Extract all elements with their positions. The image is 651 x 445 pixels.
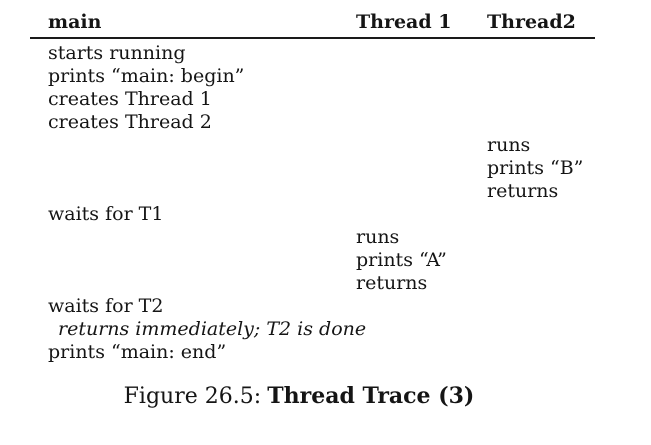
figure-caption-prefix: Figure 26.5: — [123, 384, 262, 409]
trace-row: creates Thread 1 — [48, 88, 212, 110]
trace-row: prints “main: end” — [48, 341, 227, 363]
trace-row: prints “B” — [487, 157, 584, 179]
trace-row: returns immediately; T2 is done — [58, 318, 367, 340]
figure-caption: Figure 26.5:Thread Trace (3) — [0, 381, 598, 412]
trace-row: waits for T1 — [48, 203, 164, 225]
trace-row: runs — [487, 134, 531, 156]
column-header-main: main — [48, 11, 102, 33]
trace-row: starts running — [48, 42, 186, 64]
column-header-thread1: Thread 1 — [356, 11, 452, 33]
column-header-thread2: Thread2 — [487, 11, 576, 33]
trace-row: creates Thread 2 — [48, 111, 212, 133]
figure-caption-title: Thread Trace (3) — [267, 383, 475, 409]
header-rule — [30, 37, 595, 39]
trace-row: runs — [356, 226, 400, 248]
trace-row: returns — [487, 180, 559, 202]
trace-row: prints “A” — [356, 249, 447, 271]
trace-row: prints “main: begin” — [48, 65, 245, 87]
trace-row: waits for T2 — [48, 295, 164, 317]
trace-row: returns — [356, 272, 428, 294]
